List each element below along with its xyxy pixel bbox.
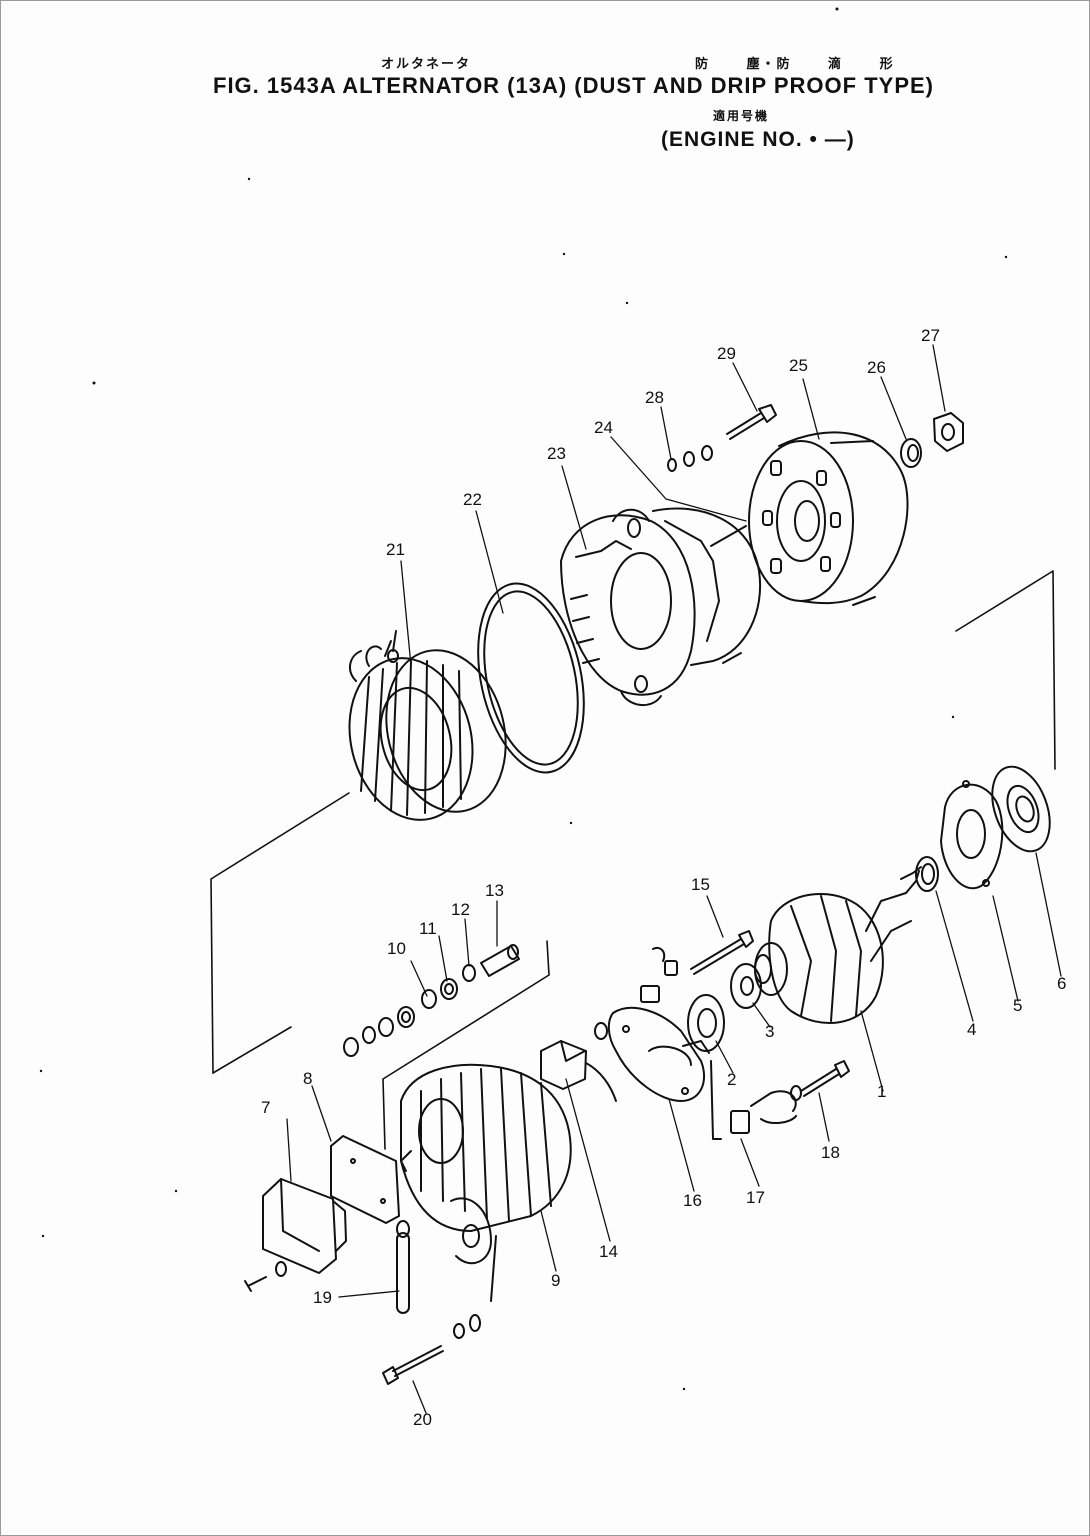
callout-29: 29 — [717, 344, 736, 363]
figure-title: FIG. 1543A ALTERNATOR (13A) (DUST AND DR… — [213, 73, 934, 98]
callout-28: 28 — [645, 388, 664, 407]
brush-holder-14 — [540, 1022, 617, 1102]
callout-23: 23 — [547, 444, 566, 463]
callout-25: 25 — [789, 356, 808, 375]
leader-lines — [286, 344, 1062, 1414]
callout-19: 19 — [313, 1288, 332, 1307]
callout-20: 20 — [413, 1410, 432, 1429]
callout-13: 13 — [485, 881, 504, 900]
rear-housing-9 — [400, 1063, 572, 1302]
callout-26: 26 — [867, 358, 886, 377]
callout-2: 2 — [727, 1070, 736, 1089]
bolt-15 — [640, 930, 754, 1003]
bolt-29 — [726, 404, 777, 440]
callout-27: 27 — [921, 326, 940, 345]
bearing-6 — [991, 765, 1051, 853]
callout-17: 17 — [746, 1188, 765, 1207]
callout-12: 12 — [451, 900, 470, 919]
specks — [39, 7, 1008, 1391]
washers-28 — [667, 445, 713, 472]
pin-19 — [396, 1220, 410, 1314]
retainer-plate-5 — [940, 780, 1004, 890]
terminal-17 — [710, 1060, 797, 1140]
callout-10: 10 — [387, 939, 406, 958]
callout-18: 18 — [821, 1143, 840, 1162]
callout-7: 7 — [261, 1098, 270, 1117]
callout-22: 22 — [463, 490, 482, 509]
callout-1: 1 — [877, 1082, 886, 1101]
callout-24: 24 — [594, 418, 613, 437]
japanese-spec: 防 塵・防 滴 形 — [695, 57, 895, 72]
stator-21 — [348, 630, 507, 821]
o-ring-22 — [477, 582, 585, 774]
bolt-20 — [382, 1314, 481, 1385]
japanese-applicable: 適用号機 — [713, 109, 770, 123]
small-parts-10-13 — [343, 944, 520, 1057]
nut-27 — [933, 412, 964, 452]
callout-16: 16 — [683, 1191, 702, 1210]
spacer-3 — [730, 963, 762, 1009]
assembly-frame-lines — [210, 570, 1056, 1150]
engine-no: (ENGINE NO. • —) — [661, 128, 855, 151]
callout-3: 3 — [765, 1022, 774, 1041]
bolt-18 — [790, 1060, 850, 1101]
screw-small — [244, 1261, 287, 1292]
japanese-title: オルタネータ — [381, 57, 472, 72]
pulley-25 — [748, 431, 909, 606]
bearing-2 — [687, 994, 725, 1052]
washer-26 — [900, 438, 922, 468]
callout-21: 21 — [386, 540, 405, 559]
callout-9: 9 — [551, 1271, 560, 1290]
callout-4: 4 — [967, 1020, 976, 1039]
rotor-1 — [754, 866, 922, 1024]
callout-8: 8 — [303, 1069, 312, 1088]
bracket-16 — [607, 1006, 710, 1102]
callout-15: 15 — [691, 875, 710, 894]
cover-24 — [652, 507, 762, 666]
callout-6: 6 — [1057, 974, 1066, 993]
callout-5: 5 — [1013, 996, 1022, 1015]
callout-11: 11 — [419, 919, 437, 938]
callout-14: 14 — [599, 1242, 618, 1261]
collar-4 — [915, 856, 939, 892]
front-housing-23 — [560, 508, 696, 706]
regulator-7 — [262, 1178, 347, 1274]
gasket-8 — [330, 1135, 400, 1224]
